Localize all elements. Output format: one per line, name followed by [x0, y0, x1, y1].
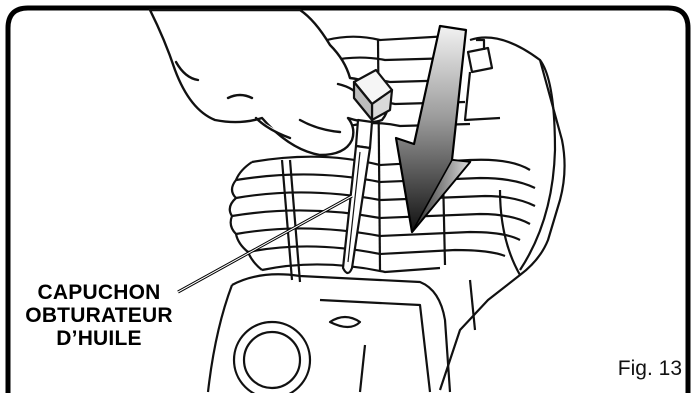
callout-label-line-1: CAPUCHON [24, 281, 174, 304]
down-arrow-icon [396, 26, 470, 232]
figure-number-label: Fig. 13 [618, 357, 682, 381]
hand-icon [150, 10, 388, 155]
callout-label-line-3: D’HUILE [24, 327, 174, 350]
callout-label-line-2: OBTURATEUR [16, 304, 182, 327]
